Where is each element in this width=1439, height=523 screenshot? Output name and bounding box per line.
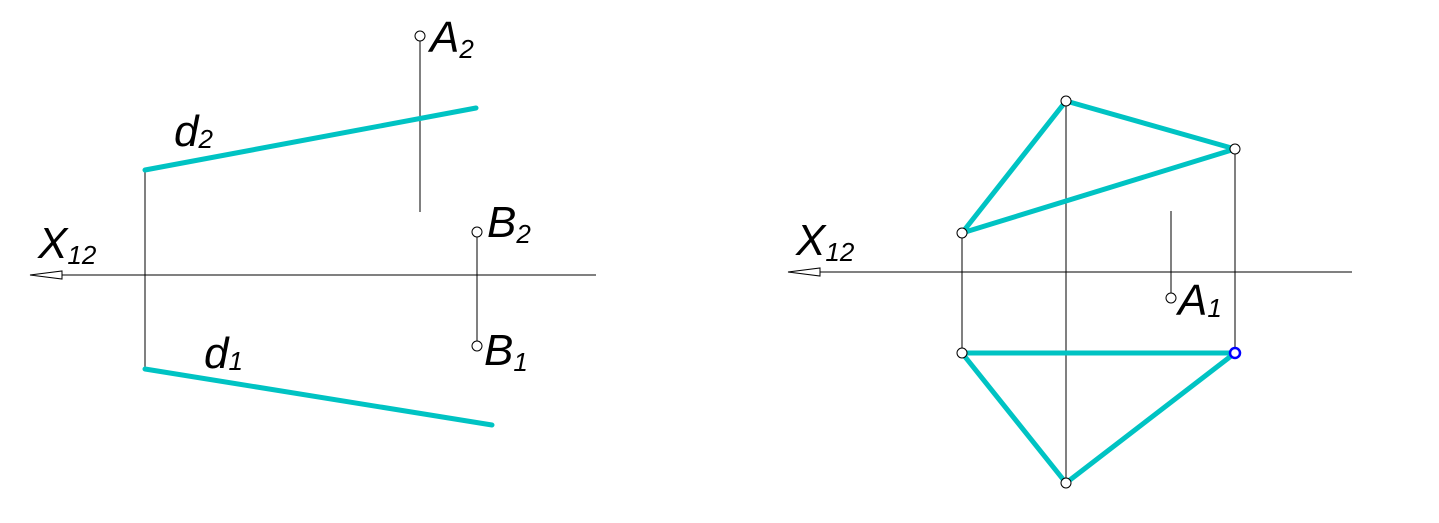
label-a1: A1 [1175,276,1222,325]
label-d2: d2 [174,107,213,156]
vertex-bottom [1060,477,1072,489]
label-b2: B2 [487,198,531,249]
vertex-lower-right-highlighted [1228,346,1242,360]
vertex-lower-left [956,347,968,359]
axis-label-x12-right: X12 [795,216,855,267]
axis-arrow-right [787,267,821,277]
point-b1 [471,340,483,352]
point-a1 [1165,292,1177,304]
label-d1: d1 [204,329,243,378]
point-a2 [414,30,426,42]
axis-arrow-left [29,270,63,280]
point-b2 [471,226,483,238]
axis-label-x12-left: X12 [37,219,97,270]
triangle-horizontal-projection [959,350,1238,486]
label-b1: B1 [484,326,528,377]
left-view: X12 A2 B2 B1 d2 d1 [29,13,596,428]
right-view: X12 A1 [787,95,1352,489]
vertex-top [1060,95,1072,107]
triangle-frontal-projection [959,98,1238,236]
vertex-upper-right [1229,143,1241,155]
label-a2: A2 [427,13,474,64]
line-d1 [142,366,495,428]
line-d2 [142,105,479,173]
vertex-upper-left [956,227,968,239]
